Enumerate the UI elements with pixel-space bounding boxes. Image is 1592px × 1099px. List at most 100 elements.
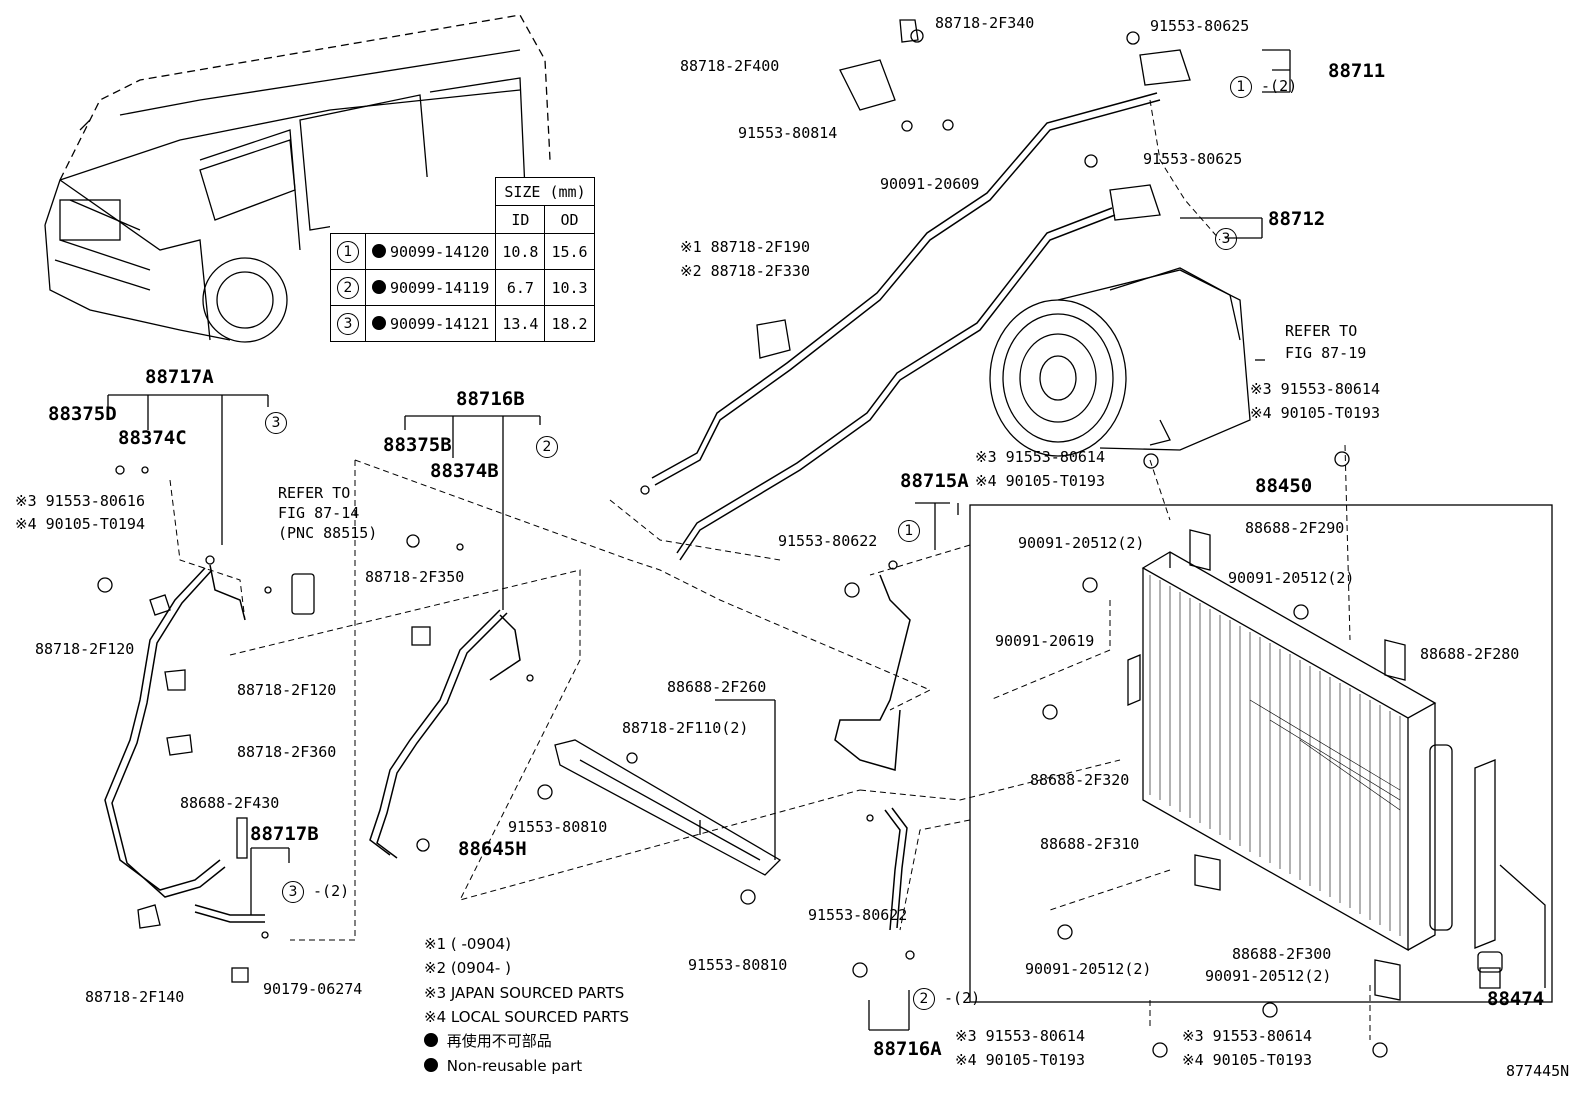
refer-fig-87-14-line1: REFER TO <box>278 484 351 502</box>
callout-91553-80614-top[interactable]: ※3 91553-80614 <box>1250 380 1380 398</box>
non-reusable-dot-icon <box>424 1058 438 1072</box>
callout-91553-80622-a[interactable]: 91553-80622 <box>778 532 878 550</box>
id-value: 13.4 <box>495 305 546 342</box>
callout-88712[interactable]: 88712 <box>1268 208 1326 230</box>
callout-91553-80614-bl[interactable]: ※3 91553-80614 <box>955 1027 1085 1045</box>
ref-circle-3-qty: 3 -(2) <box>282 881 349 903</box>
legend-note-5: 再使用不可部品 <box>424 1032 552 1050</box>
callout-90091-20609[interactable]: 90091-20609 <box>880 175 980 193</box>
size-header: SIZE (mm) <box>495 177 595 206</box>
callout-88718-2f340[interactable]: 88718-2F340 <box>935 14 1035 32</box>
ref-circle-1: 1 <box>898 520 920 542</box>
callout-91553-80810-b[interactable]: 91553-80810 <box>688 956 788 974</box>
id-header: ID <box>495 205 546 234</box>
callout-88374b[interactable]: 88374B <box>430 460 499 482</box>
callout-88375d[interactable]: 88375D <box>48 403 117 425</box>
refer-fig-87-19-line2[interactable]: FIG 87-19 <box>1285 344 1367 362</box>
callout-90105-t0193-br[interactable]: ※4 90105-T0193 <box>1182 1051 1312 1069</box>
callout-88717b[interactable]: 88717B <box>250 823 319 845</box>
callout-91553-80625-b[interactable]: 91553-80625 <box>1143 150 1243 168</box>
legend-note-4: ※4 LOCAL SOURCED PARTS <box>424 1008 629 1026</box>
callout-91553-80622-b[interactable]: 91553-80622 <box>808 906 908 924</box>
callout-91553-80814[interactable]: 91553-80814 <box>738 124 838 142</box>
table-row: 1 90099-14120 10.8 15.6 <box>330 233 595 270</box>
ref-circle-3-top: 3 <box>1215 228 1237 250</box>
callout-90091-20512-b[interactable]: 90091-20512(2) <box>1228 569 1355 587</box>
callout-88718-2f330[interactable]: ※2 88718-2F330 <box>680 262 810 280</box>
callout-91553-80616[interactable]: ※3 91553-80616 <box>15 492 145 510</box>
callout-88718-2f350[interactable]: 88718-2F350 <box>365 568 465 586</box>
callout-88718-2f190[interactable]: ※1 88718-2F190 <box>680 238 810 256</box>
dashed-lines <box>169 99 1371 1040</box>
ref-circle-2-qty: 2 -(2) <box>913 988 980 1010</box>
non-reusable-dot-icon <box>424 1033 438 1047</box>
callout-90091-20512-d[interactable]: 90091-20512(2) <box>1205 967 1332 985</box>
callout-88688-2f280[interactable]: 88688-2F280 <box>1420 645 1520 663</box>
callout-88718-2f140[interactable]: 88718-2F140 <box>85 988 185 1006</box>
od-value: 15.6 <box>544 233 595 270</box>
non-reusable-dot-icon <box>372 279 386 294</box>
callout-88688-2f310[interactable]: 88688-2F310 <box>1040 835 1140 853</box>
callout-88715a[interactable]: 88715A <box>900 470 969 492</box>
compressor <box>989 267 1251 457</box>
callout-88716b[interactable]: 88716B <box>456 388 525 410</box>
ref-number: 2 <box>337 276 359 299</box>
ref-circle-2: 2 <box>536 436 558 458</box>
part-number: 90099-14119 <box>390 278 490 297</box>
refer-fig-87-19-line1: REFER TO <box>1285 322 1358 340</box>
callout-90091-20512-a[interactable]: 90091-20512(2) <box>1018 534 1145 552</box>
misc-parts <box>137 19 1191 983</box>
callout-90091-20619[interactable]: 90091-20619 <box>995 632 1095 650</box>
callout-88450[interactable]: 88450 <box>1255 475 1313 497</box>
table-row: 2 90099-14119 6.7 10.3 <box>330 269 595 306</box>
condenser-assembly <box>969 504 1553 1003</box>
non-reusable-dot-icon <box>372 243 386 258</box>
callout-88645h[interactable]: 88645H <box>458 838 527 860</box>
callout-88688-2f320[interactable]: 88688-2F320 <box>1030 771 1130 789</box>
callout-88474[interactable]: 88474 <box>1487 988 1545 1010</box>
legend-note-1: ※1 ( -0904) <box>424 935 511 953</box>
callout-90105-t0193-top[interactable]: ※4 90105-T0193 <box>1250 404 1380 422</box>
callout-91553-80625-a[interactable]: 91553-80625 <box>1150 17 1250 35</box>
callout-90105-t0194[interactable]: ※4 90105-T0194 <box>15 515 145 533</box>
od-value: 10.3 <box>544 269 595 306</box>
ref-circle-1-qty: 1 -(2) <box>1230 76 1297 98</box>
callout-88688-2f290[interactable]: 88688-2F290 <box>1245 519 1345 537</box>
callout-88718-2f120-a[interactable]: 88718-2F120 <box>35 640 135 658</box>
callout-91553-80614-br[interactable]: ※3 91553-80614 <box>1182 1027 1312 1045</box>
legend-note-3: ※3 JAPAN SOURCED PARTS <box>424 984 625 1002</box>
callout-88718-2f360[interactable]: 88718-2F360 <box>237 743 337 761</box>
pipes <box>104 92 1161 931</box>
leader-lines <box>107 49 1546 1031</box>
refer-fig-87-14-line2[interactable]: FIG 87-14 <box>278 504 360 522</box>
callout-88375b[interactable]: 88375B <box>383 434 452 456</box>
callout-91553-80614-mid[interactable]: ※3 91553-80614 <box>975 448 1105 466</box>
non-reusable-dot-icon <box>372 315 386 330</box>
od-header: OD <box>544 205 595 234</box>
id-value: 6.7 <box>495 269 546 306</box>
callout-90179-06274[interactable]: 90179-06274 <box>263 980 363 998</box>
od-value: 18.2 <box>544 305 595 342</box>
callout-90091-20512-c[interactable]: 90091-20512(2) <box>1025 960 1152 978</box>
table-row: 3 90099-14121 13.4 18.2 <box>330 305 595 342</box>
part-number: 90099-14120 <box>390 242 490 261</box>
callout-88716a[interactable]: 88716A <box>873 1038 942 1060</box>
callout-88718-2f400[interactable]: 88718-2F400 <box>680 57 780 75</box>
part-number: 90099-14121 <box>390 314 490 333</box>
callout-88688-2f260[interactable]: 88688-2F260 <box>667 678 767 696</box>
callout-88374c[interactable]: 88374C <box>118 427 187 449</box>
callout-88718-2f120-b[interactable]: 88718-2F120 <box>237 681 337 699</box>
callout-88711[interactable]: 88711 <box>1328 60 1386 82</box>
callout-90105-t0193-bl[interactable]: ※4 90105-T0193 <box>955 1051 1085 1069</box>
callout-88718-2f110[interactable]: 88718-2F110(2) <box>622 719 749 737</box>
legend-note-6: Non-reusable part <box>424 1057 582 1075</box>
callout-88717a[interactable]: 88717A <box>145 366 214 388</box>
refer-fig-87-14-line3: (PNC 88515) <box>278 524 378 542</box>
callout-88688-2f300[interactable]: 88688-2F300 <box>1232 945 1332 963</box>
legend-note-2: ※2 (0904- ) <box>424 959 511 977</box>
fasteners <box>97 29 1388 1058</box>
callout-88688-2f430[interactable]: 88688-2F430 <box>180 794 280 812</box>
callout-90105-t0193-mid[interactable]: ※4 90105-T0193 <box>975 472 1105 490</box>
callout-91553-80810-a[interactable]: 91553-80810 <box>508 818 608 836</box>
